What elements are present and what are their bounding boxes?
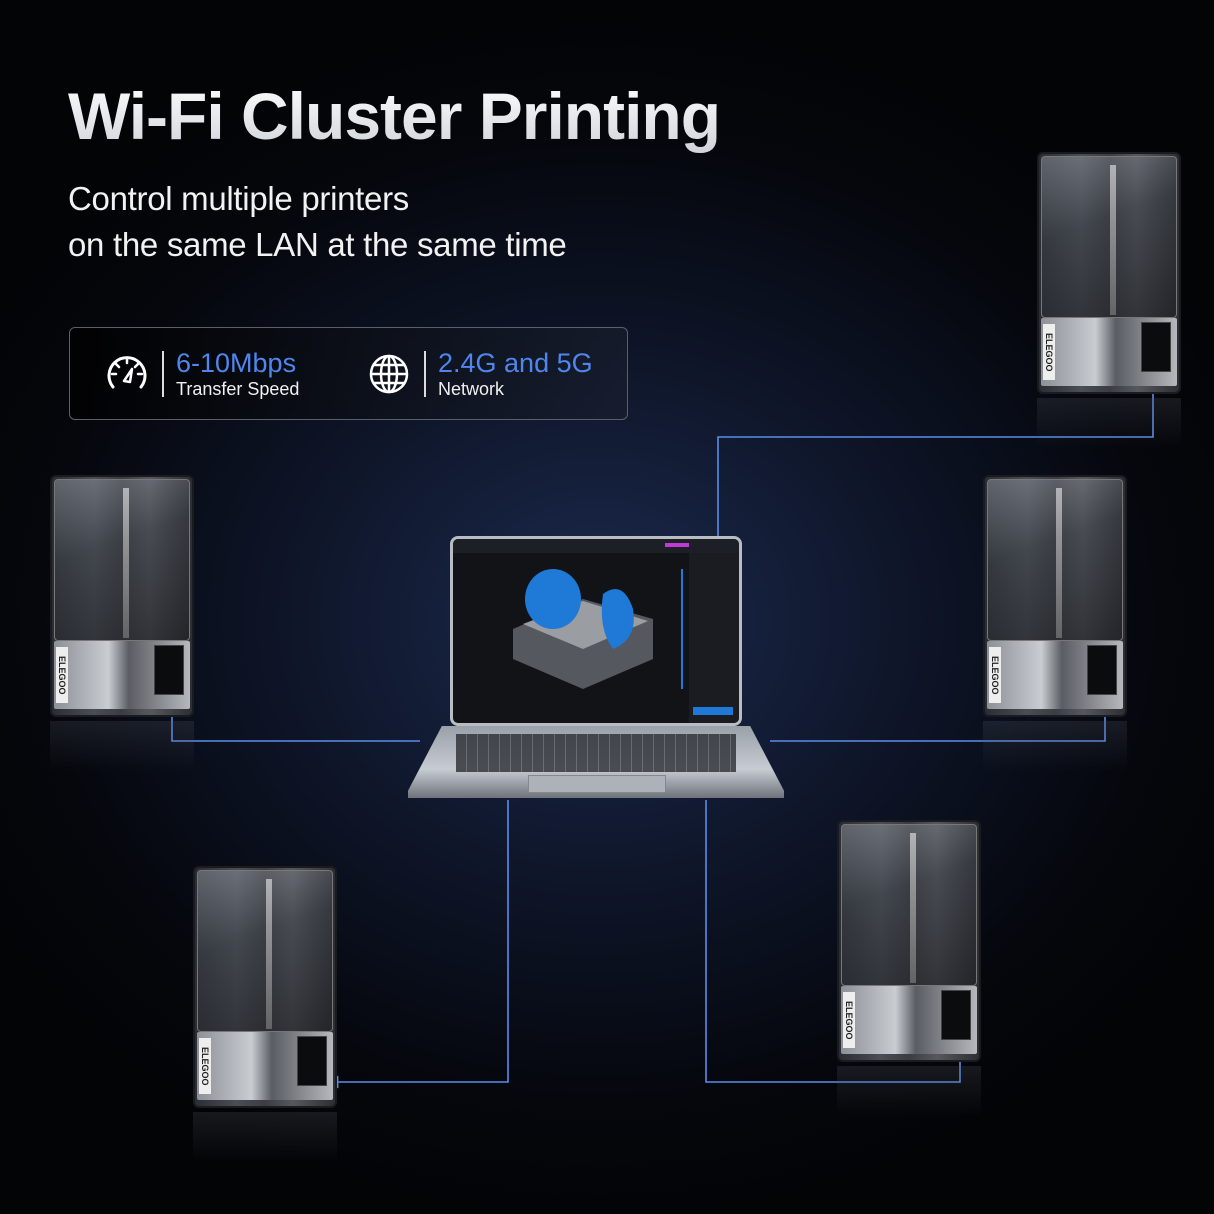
line-left <box>165 690 420 742</box>
spec-transfer-speed: 6-10Mbps Transfer Speed <box>104 346 299 402</box>
laptop <box>408 530 784 802</box>
spec-label: Transfer Speed <box>176 379 300 399</box>
speedometer-icon <box>107 356 147 389</box>
printer-screen <box>297 1036 327 1086</box>
line-bottom-left <box>325 800 509 1089</box>
globe-icon <box>369 354 409 394</box>
spec-box: 6-10Mbps Transfer Speed 2.4G and 5G Netw… <box>69 327 628 420</box>
spec-network: 2.4G and 5G Network <box>366 346 593 402</box>
keyboard <box>456 734 736 772</box>
line-bottom-right <box>705 800 967 1083</box>
touchpad <box>528 775 666 793</box>
brand-logo: ELEGOO <box>989 647 1001 703</box>
spec-value: 6-10Mbps <box>176 348 297 378</box>
printer-screen <box>154 645 184 695</box>
slicer-software-window <box>453 539 739 723</box>
brand-logo: ELEGOO <box>843 992 855 1048</box>
printer-bottom-left: ELEGOO <box>193 866 337 1162</box>
page-title: Wi-Fi Cluster Printing <box>68 79 721 153</box>
printer-screen <box>1141 322 1171 372</box>
subtitle-line-1: Control multiple printers <box>68 180 409 217</box>
spec-label: Network <box>438 379 505 399</box>
brand-logo: ELEGOO <box>199 1038 211 1094</box>
divider <box>424 351 426 397</box>
spec-value: 2.4G and 5G <box>438 348 593 378</box>
printer-bottom-right: ELEGOO <box>837 820 981 1116</box>
printer-screen <box>1087 645 1117 695</box>
brand-logo: ELEGOO <box>56 647 68 703</box>
printer-screen <box>941 990 971 1040</box>
slicer-3d-model <box>453 539 739 723</box>
divider <box>162 351 164 397</box>
printer-top-right: ELEGOO <box>1037 152 1181 448</box>
subtitle: Control multiple printers on the same LA… <box>68 176 567 268</box>
printer-left: ELEGOO <box>50 475 194 771</box>
line-top-right <box>717 367 1160 536</box>
printer-right: ELEGOO <box>983 475 1127 771</box>
laptop-screen <box>450 536 742 726</box>
subtitle-line-2: on the same LAN at the same time <box>68 226 567 263</box>
brand-logo: ELEGOO <box>1043 324 1055 380</box>
